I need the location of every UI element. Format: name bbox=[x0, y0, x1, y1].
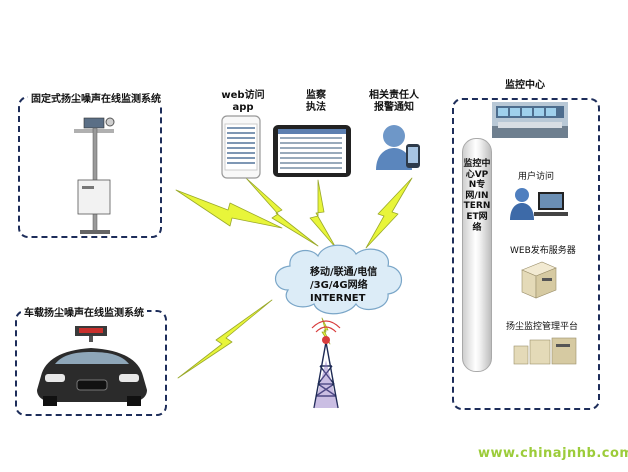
person-phone-icon bbox=[376, 125, 420, 170]
network-cloud bbox=[274, 244, 403, 315]
monitoring-center-title: 监控中心 bbox=[505, 80, 545, 91]
smartphone-icon bbox=[221, 115, 261, 179]
lightning-bolt-vehicle bbox=[177, 299, 273, 379]
web-server-label: WEB发布服务器 bbox=[510, 246, 576, 256]
fixed-system-title: 固定式扬尘噪声在线监测系统 bbox=[28, 90, 164, 105]
lightning-bolt-alert bbox=[365, 177, 413, 249]
watermark-text: www.chinajnhb.com bbox=[478, 446, 628, 461]
lightning-bolt-tower bbox=[321, 317, 331, 345]
vehicle-system-title: 车载扬尘噪声在线监测系统 bbox=[21, 304, 147, 319]
lightning-bolt-fixed bbox=[175, 189, 283, 229]
user-access-label: 用户访问 bbox=[518, 172, 555, 182]
supervision-label: 监察 执法 bbox=[306, 90, 326, 113]
control-room-image bbox=[492, 102, 568, 138]
platform-label: 扬尘监控管理平台 bbox=[506, 322, 579, 332]
lightning-bolt-webapp bbox=[245, 177, 319, 247]
web-app-label: web访问 app bbox=[221, 90, 265, 113]
tablet-icon bbox=[273, 125, 351, 177]
user-computer-icon bbox=[510, 188, 568, 220]
vpn-network-label: 监控中心VPN专网/INTERNET网络 bbox=[463, 159, 491, 233]
platform-servers-icon bbox=[513, 337, 577, 365]
fixed-monitoring-panel: 固定式扬尘噪声在线监测系统 bbox=[18, 90, 164, 238]
transmission-tower bbox=[313, 341, 339, 409]
web-server-icon bbox=[521, 261, 557, 299]
vpn-network-pipe: 监控中心VPN专网/INTERNET网络 bbox=[462, 138, 492, 372]
network-cloud-text: 移动/联通/电信 /3G/4G网络 INTERNET bbox=[310, 267, 378, 304]
lightning-bolt-supervision bbox=[309, 179, 337, 249]
monitoring-station-icon bbox=[74, 117, 115, 234]
alert-label: 相关责任人 报警通知 bbox=[369, 90, 419, 113]
monitoring-center-panel: 监控中心 bbox=[452, 80, 600, 410]
vehicle-monitoring-panel: 车载扬尘噪声在线监测系统 bbox=[15, 304, 167, 416]
monitoring-car-icon bbox=[37, 326, 147, 406]
